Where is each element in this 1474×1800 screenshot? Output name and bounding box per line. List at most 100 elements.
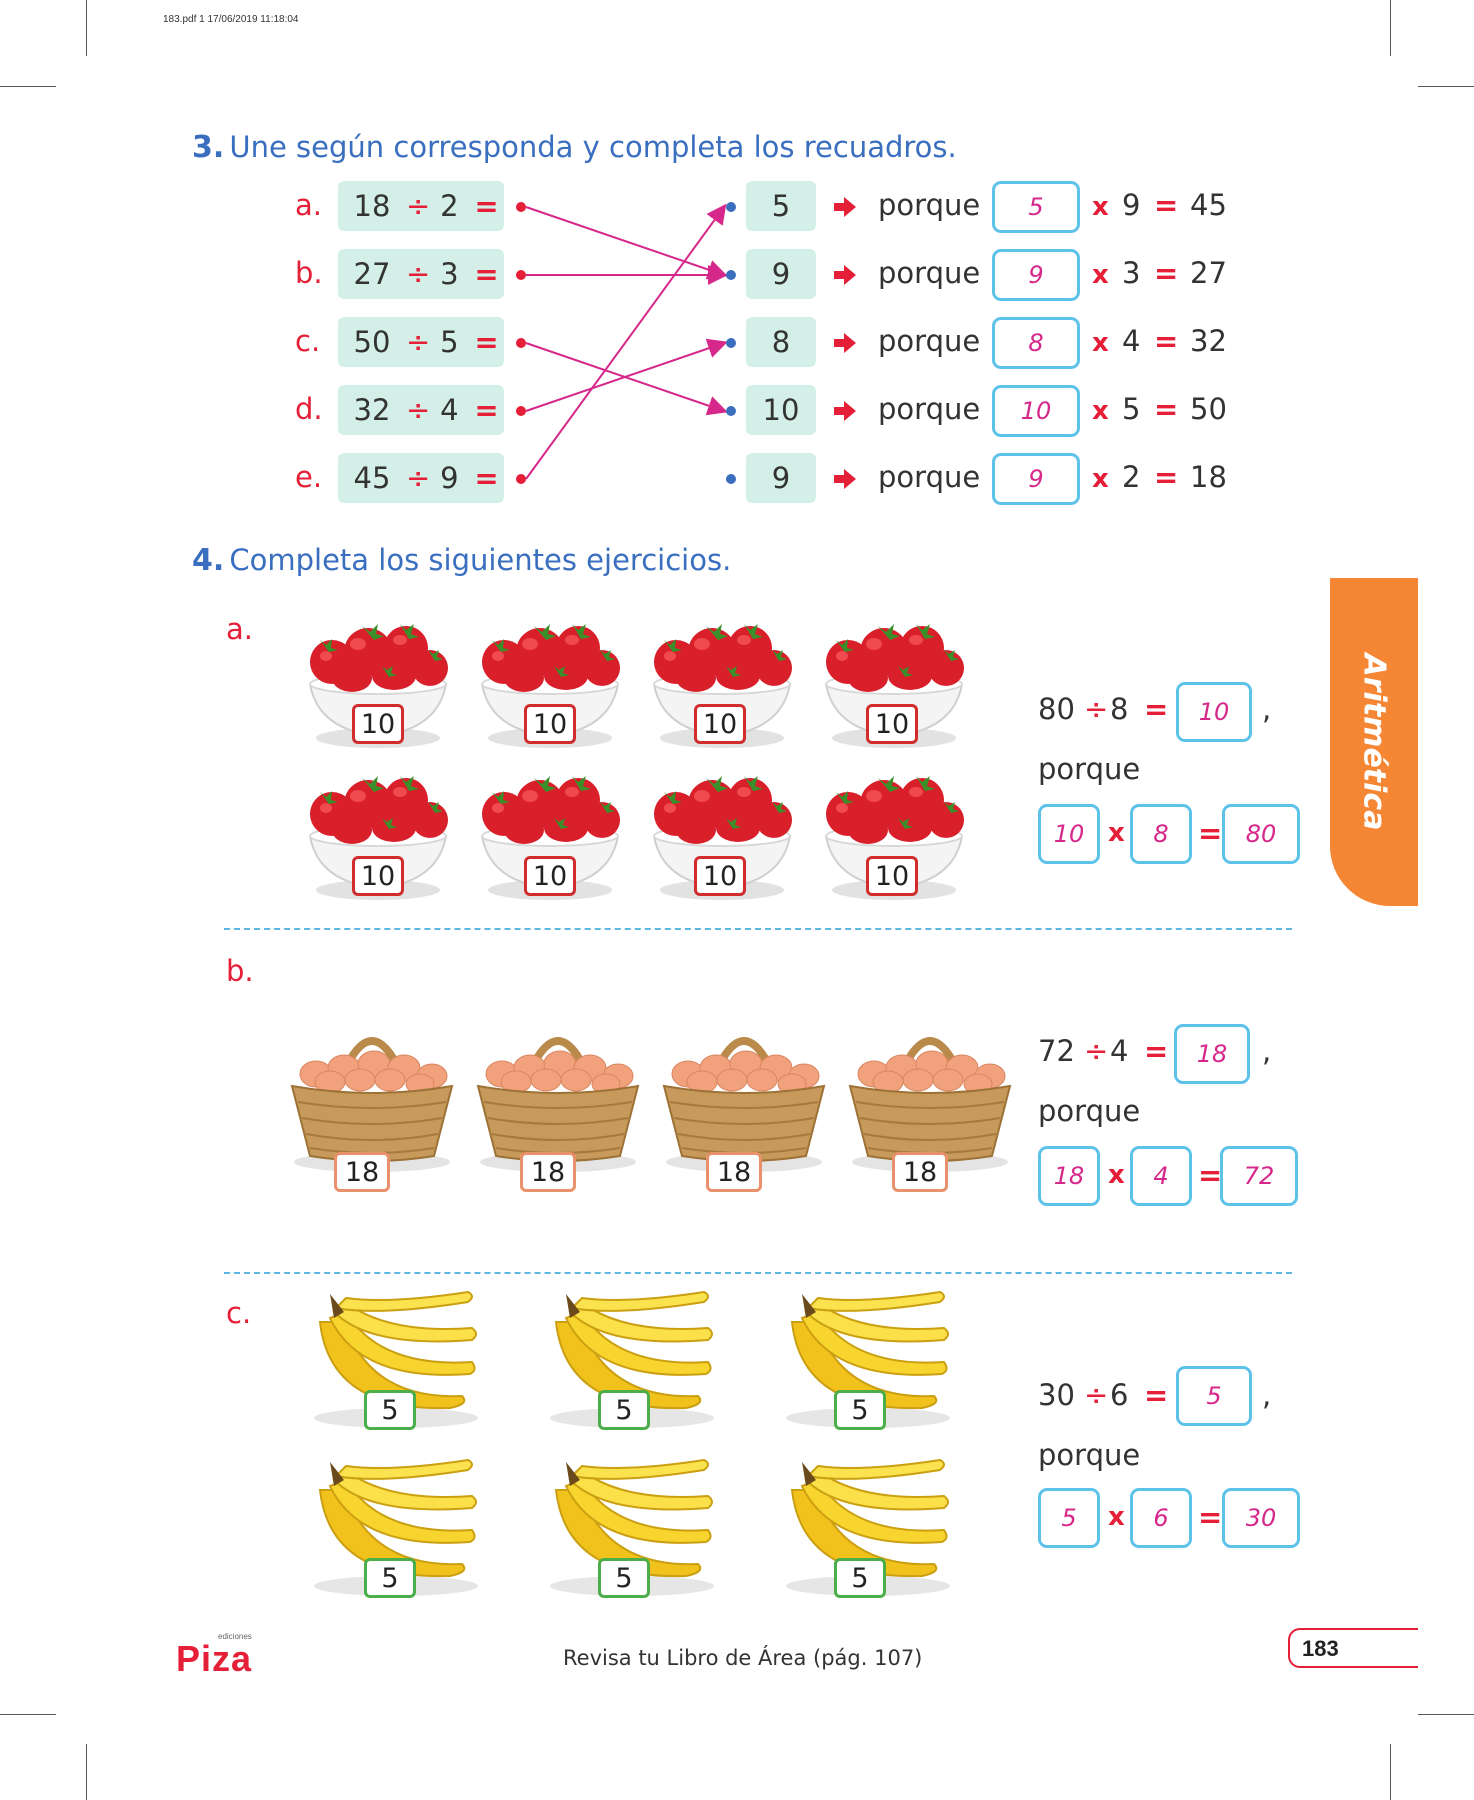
right-dot[interactable] xyxy=(726,270,736,280)
part-label: c. xyxy=(226,1296,252,1330)
eq-sign: = xyxy=(1154,392,1179,426)
divisor: 2 xyxy=(440,189,459,223)
div-sign: ÷ xyxy=(1084,1378,1109,1412)
result-pill: 5 xyxy=(746,181,816,231)
eq-sign: = xyxy=(1198,1500,1223,1534)
eq-sign: = xyxy=(1144,1378,1169,1412)
divisor: 8 xyxy=(1110,692,1129,726)
answer-box[interactable]: 9 xyxy=(992,249,1080,301)
row-label: e. xyxy=(295,460,323,494)
eq-sign: = xyxy=(474,325,499,359)
page-number: 183 xyxy=(1302,1636,1339,1661)
left-dot[interactable] xyxy=(516,270,526,280)
factor: 9 xyxy=(1122,188,1141,222)
eq-sign: = xyxy=(474,393,499,427)
brand-name: Piza xyxy=(176,1638,253,1679)
right-dot[interactable] xyxy=(726,338,736,348)
right-arrow-icon xyxy=(834,401,856,421)
factor-box[interactable]: 18 xyxy=(1038,1146,1100,1206)
div-sign: ÷ xyxy=(406,189,431,223)
dividend: 50 xyxy=(353,325,391,359)
right-arrow-icon xyxy=(834,265,856,285)
exercise-3-heading: 3. Une según corresponda y completa los … xyxy=(192,130,957,165)
right-dot[interactable] xyxy=(726,202,736,212)
left-dot[interactable] xyxy=(516,474,526,484)
product-box[interactable]: 80 xyxy=(1222,804,1300,864)
answer-box[interactable]: 5 xyxy=(992,181,1080,233)
comma: , xyxy=(1262,692,1272,726)
quotient-box[interactable]: 5 xyxy=(1176,1366,1252,1426)
factor-box[interactable]: 5 xyxy=(1038,1488,1100,1548)
crop-mark xyxy=(1390,1744,1391,1800)
porque-text: porque xyxy=(878,392,981,426)
basket-count: 18 xyxy=(706,1152,762,1192)
eq-sign: = xyxy=(1198,816,1223,850)
answer-box[interactable]: 8 xyxy=(992,317,1080,369)
answer-box[interactable]: 10 xyxy=(992,385,1080,437)
result-pill: 9 xyxy=(746,249,816,299)
times-sign: x xyxy=(1092,396,1109,426)
bowl-count: 10 xyxy=(694,856,746,896)
div-sign: ÷ xyxy=(406,257,431,291)
factor: 4 xyxy=(1122,324,1141,358)
crop-mark xyxy=(86,0,87,56)
factor-box[interactable]: 10 xyxy=(1038,804,1100,864)
times-sign: x xyxy=(1108,818,1125,848)
basket-count: 18 xyxy=(892,1152,948,1192)
product-box[interactable]: 72 xyxy=(1220,1146,1298,1206)
factor: 2 xyxy=(1122,460,1141,494)
times-sign: x xyxy=(1092,260,1109,290)
divisor: 3 xyxy=(440,257,459,291)
div-sign: ÷ xyxy=(406,393,431,427)
crop-mark xyxy=(1418,86,1474,87)
factor-box[interactable]: 6 xyxy=(1130,1488,1192,1548)
bowl-count: 10 xyxy=(866,704,918,744)
porque-text: porque xyxy=(1038,752,1141,786)
left-dot[interactable] xyxy=(516,406,526,416)
right-dot[interactable] xyxy=(726,406,736,416)
answer-box[interactable]: 9 xyxy=(992,453,1080,505)
dividend: 32 xyxy=(353,393,391,427)
division-pill: 27 ÷ 3 = xyxy=(338,249,504,299)
dividend: 80 xyxy=(1038,692,1075,726)
dividend: 30 xyxy=(1038,1378,1075,1412)
times-sign: x xyxy=(1092,328,1109,358)
times-sign: x xyxy=(1092,464,1109,494)
bowl-count: 10 xyxy=(866,856,918,896)
banana-count: 5 xyxy=(364,1390,416,1430)
divisor: 5 xyxy=(440,325,459,359)
row-label: a. xyxy=(295,188,322,222)
quotient-box[interactable]: 18 xyxy=(1174,1024,1250,1084)
left-dot[interactable] xyxy=(516,338,526,348)
factor: 3 xyxy=(1122,256,1141,290)
result-pill: 9 xyxy=(746,453,816,503)
division-pill: 18 ÷ 2 = xyxy=(338,181,504,231)
left-dot[interactable] xyxy=(516,202,526,212)
right-dot[interactable] xyxy=(726,474,736,484)
product: 50 xyxy=(1190,392,1227,426)
dividend: 45 xyxy=(353,461,391,495)
factor-box[interactable]: 8 xyxy=(1130,804,1192,864)
product-box[interactable]: 30 xyxy=(1222,1488,1300,1548)
times-sign: x xyxy=(1108,1160,1125,1190)
quotient-box[interactable]: 10 xyxy=(1176,682,1252,742)
div-sign: ÷ xyxy=(406,325,431,359)
basket-count: 18 xyxy=(334,1152,390,1192)
exercise-title: Une según corresponda y completa los rec… xyxy=(229,130,957,164)
section-divider xyxy=(224,928,1292,930)
banana-count: 5 xyxy=(834,1558,886,1598)
section-divider xyxy=(224,1272,1292,1274)
factor: 5 xyxy=(1122,392,1141,426)
factor-box[interactable]: 4 xyxy=(1130,1146,1192,1206)
row-label: d. xyxy=(295,392,323,426)
eq-sign: = xyxy=(1144,1034,1169,1068)
dividend: 27 xyxy=(353,257,391,291)
bowl-count: 10 xyxy=(694,704,746,744)
porque-text: porque xyxy=(878,256,981,290)
bowl-count: 10 xyxy=(524,856,576,896)
div-sign: ÷ xyxy=(406,461,431,495)
eq-sign: = xyxy=(1154,324,1179,358)
exercise-4-heading: 4. Completa los siguientes ejercicios. xyxy=(192,543,731,578)
right-arrow-icon xyxy=(834,469,856,489)
crop-mark xyxy=(0,86,56,87)
